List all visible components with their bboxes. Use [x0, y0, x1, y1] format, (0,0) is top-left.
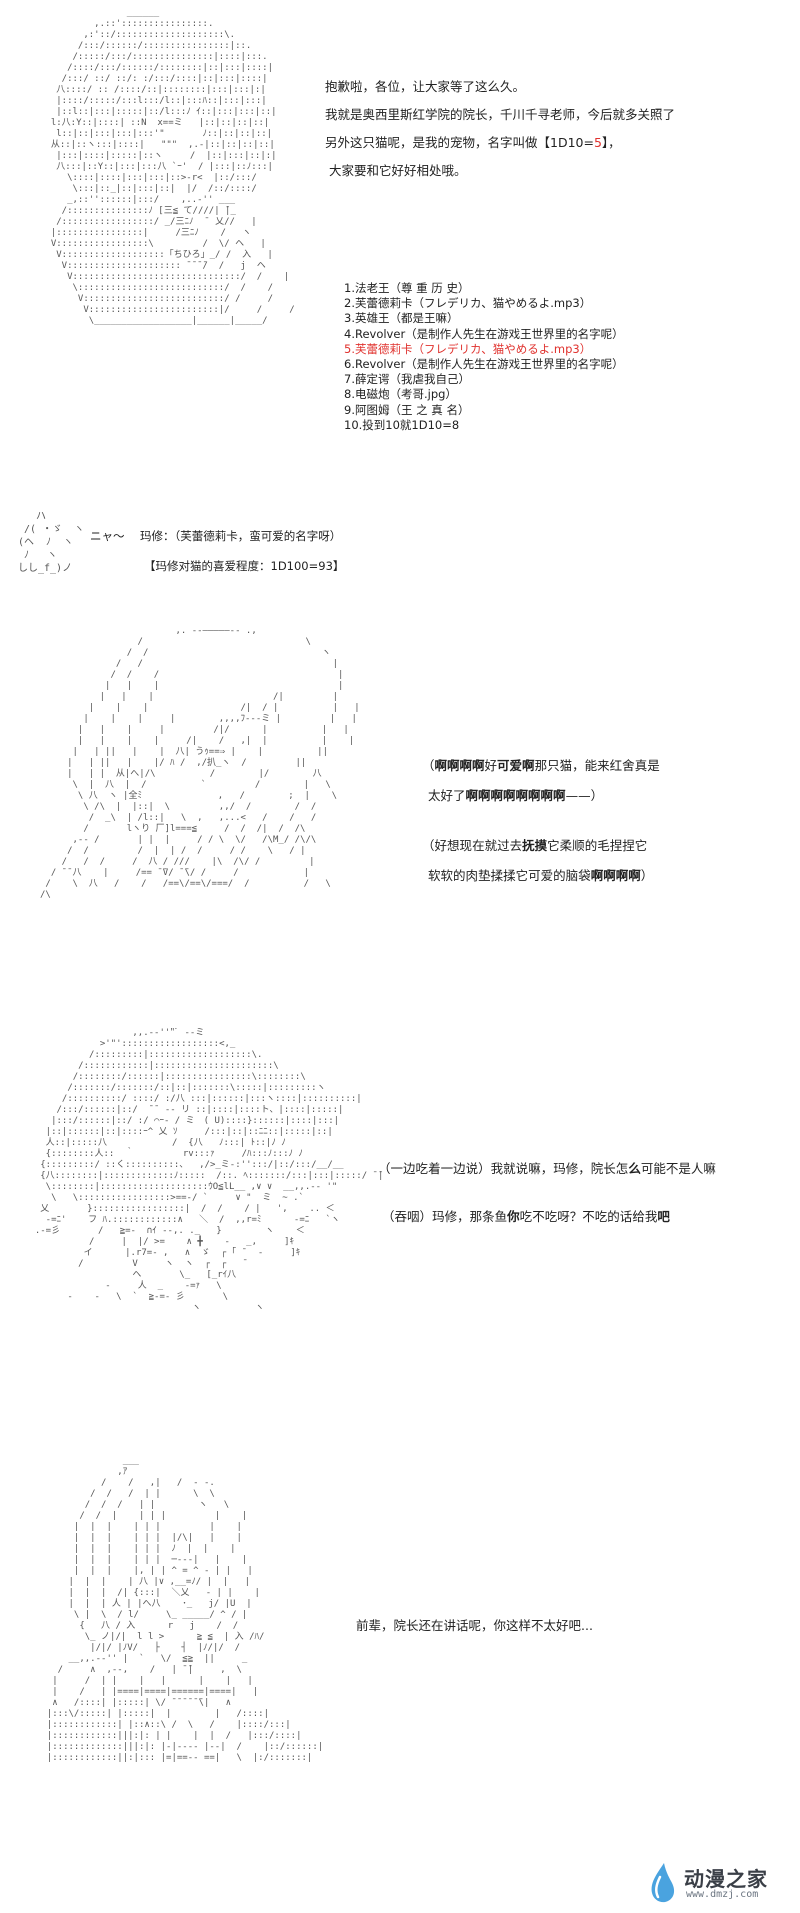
dice-option-8: 8.电磁炮（考哥.jpg）: [344, 387, 457, 402]
dice-result-value: 5: [593, 135, 602, 150]
dice-option-list: 1.法老王（尊 重 历 史）2.芙蕾德莉卡（フレデリカ、猫やめるよ.mp3）3.…: [344, 281, 624, 433]
dice-option-6: 6.Revolver（是制作人先生在游戏王世界里的名字呢）: [344, 357, 624, 372]
ascii-art-eating: ,,.-‐''"ﾞ ‐‐ミ >'"'::::::::::::::::::<,_ …: [34, 1028, 384, 1313]
ascii-art-chihiro: ______ ,.::'::::::::::::::::. ,:'::/::::…: [50, 8, 295, 326]
intro-line-3: 另外这只猫呢，是我的宠物，名字叫做【1D10=5】，: [325, 135, 621, 150]
watermark-url: www.dmzj.com: [686, 1889, 759, 1900]
eating-line-2: （吞咽）玛修，那条鱼你吃不吃呀？不吃的话给我吧: [382, 1209, 670, 1224]
eating-line-1: （一边吃着一边说）我就说嘛，玛修，院长怎么可能不是人嘛: [378, 1161, 716, 1176]
mashu-speech: 玛修：（芙蕾德莉卡，蛮可爱的名字呀）: [140, 529, 342, 543]
ascii-art-mashu-2: ___ ,ｱ / / ,| / ‐ -. / / / | | \ \ / / /…: [46, 1456, 324, 1763]
dice-option-7: 7.薛定谔（我虐我自己）: [344, 372, 470, 387]
cat-sound: ニャ～: [90, 529, 125, 543]
dice-option-2: 2.芙蕾德莉卡（フレデリカ、猫やめるよ.mp3）: [344, 296, 592, 311]
watermark-brand: 动漫之家: [684, 1867, 768, 1891]
thought-line-4: 软软的肉垫揉揉它可爱的脑袋啊啊啊啊）: [428, 868, 654, 883]
intro-line-1: 抱歉啦，各位，让大家等了这么久。: [325, 79, 526, 94]
ascii-art-mashu-1: ,. --―――――-- ., / \ / / ヽ / / | / / /: [40, 626, 360, 900]
dice-option-5: 5.芙蕾德莉卡（フレデリカ、猫やめるよ.mp3）: [344, 341, 592, 356]
dice-option-10: 10.投到10就1D10=8: [344, 417, 460, 432]
intro-line-4: 大家要和它好好相处哦。: [329, 163, 467, 178]
ascii-art-cat: ハ /( ・ゞ ヽ (ヘ ﾉ ヽ ﾉ ヽ しし_f_)ノ: [18, 511, 85, 574]
dice-option-1: 1.法老王（尊 重 历 史）: [344, 281, 470, 295]
dice-option-4: 4.Revolver（是制作人先生在游戏王世界里的名字呢）: [344, 326, 624, 341]
droplet-logo-icon: [651, 1863, 675, 1903]
thought-line-2: 太好了啊啊啊啊啊啊啊啊——）: [428, 788, 604, 803]
watermark-logo: 动漫之家 www.dmzj.com: [646, 1861, 786, 1905]
affection-roll: 【玛修对猫的喜爱程度：1D100=93】: [144, 559, 345, 573]
dice-option-9: 9.阿图姆（王 之 真 名）: [344, 402, 470, 417]
thought-line-1: （啊啊啊啊好可爱啊那只猫，能来红舍真是: [422, 758, 660, 773]
senpai-line: 前辈，院长还在讲话呢，你这样不太好吧...: [356, 1618, 593, 1633]
intro-line-2: 我就是奥西里斯红学院的院长，千川千寻老师，今后就多关照了: [325, 107, 676, 122]
thought-line-3: （好想现在就过去抚摸它柔顺的毛捏捏它: [422, 838, 648, 853]
dice-option-3: 3.英雄王（都是王嘛）: [344, 311, 459, 326]
